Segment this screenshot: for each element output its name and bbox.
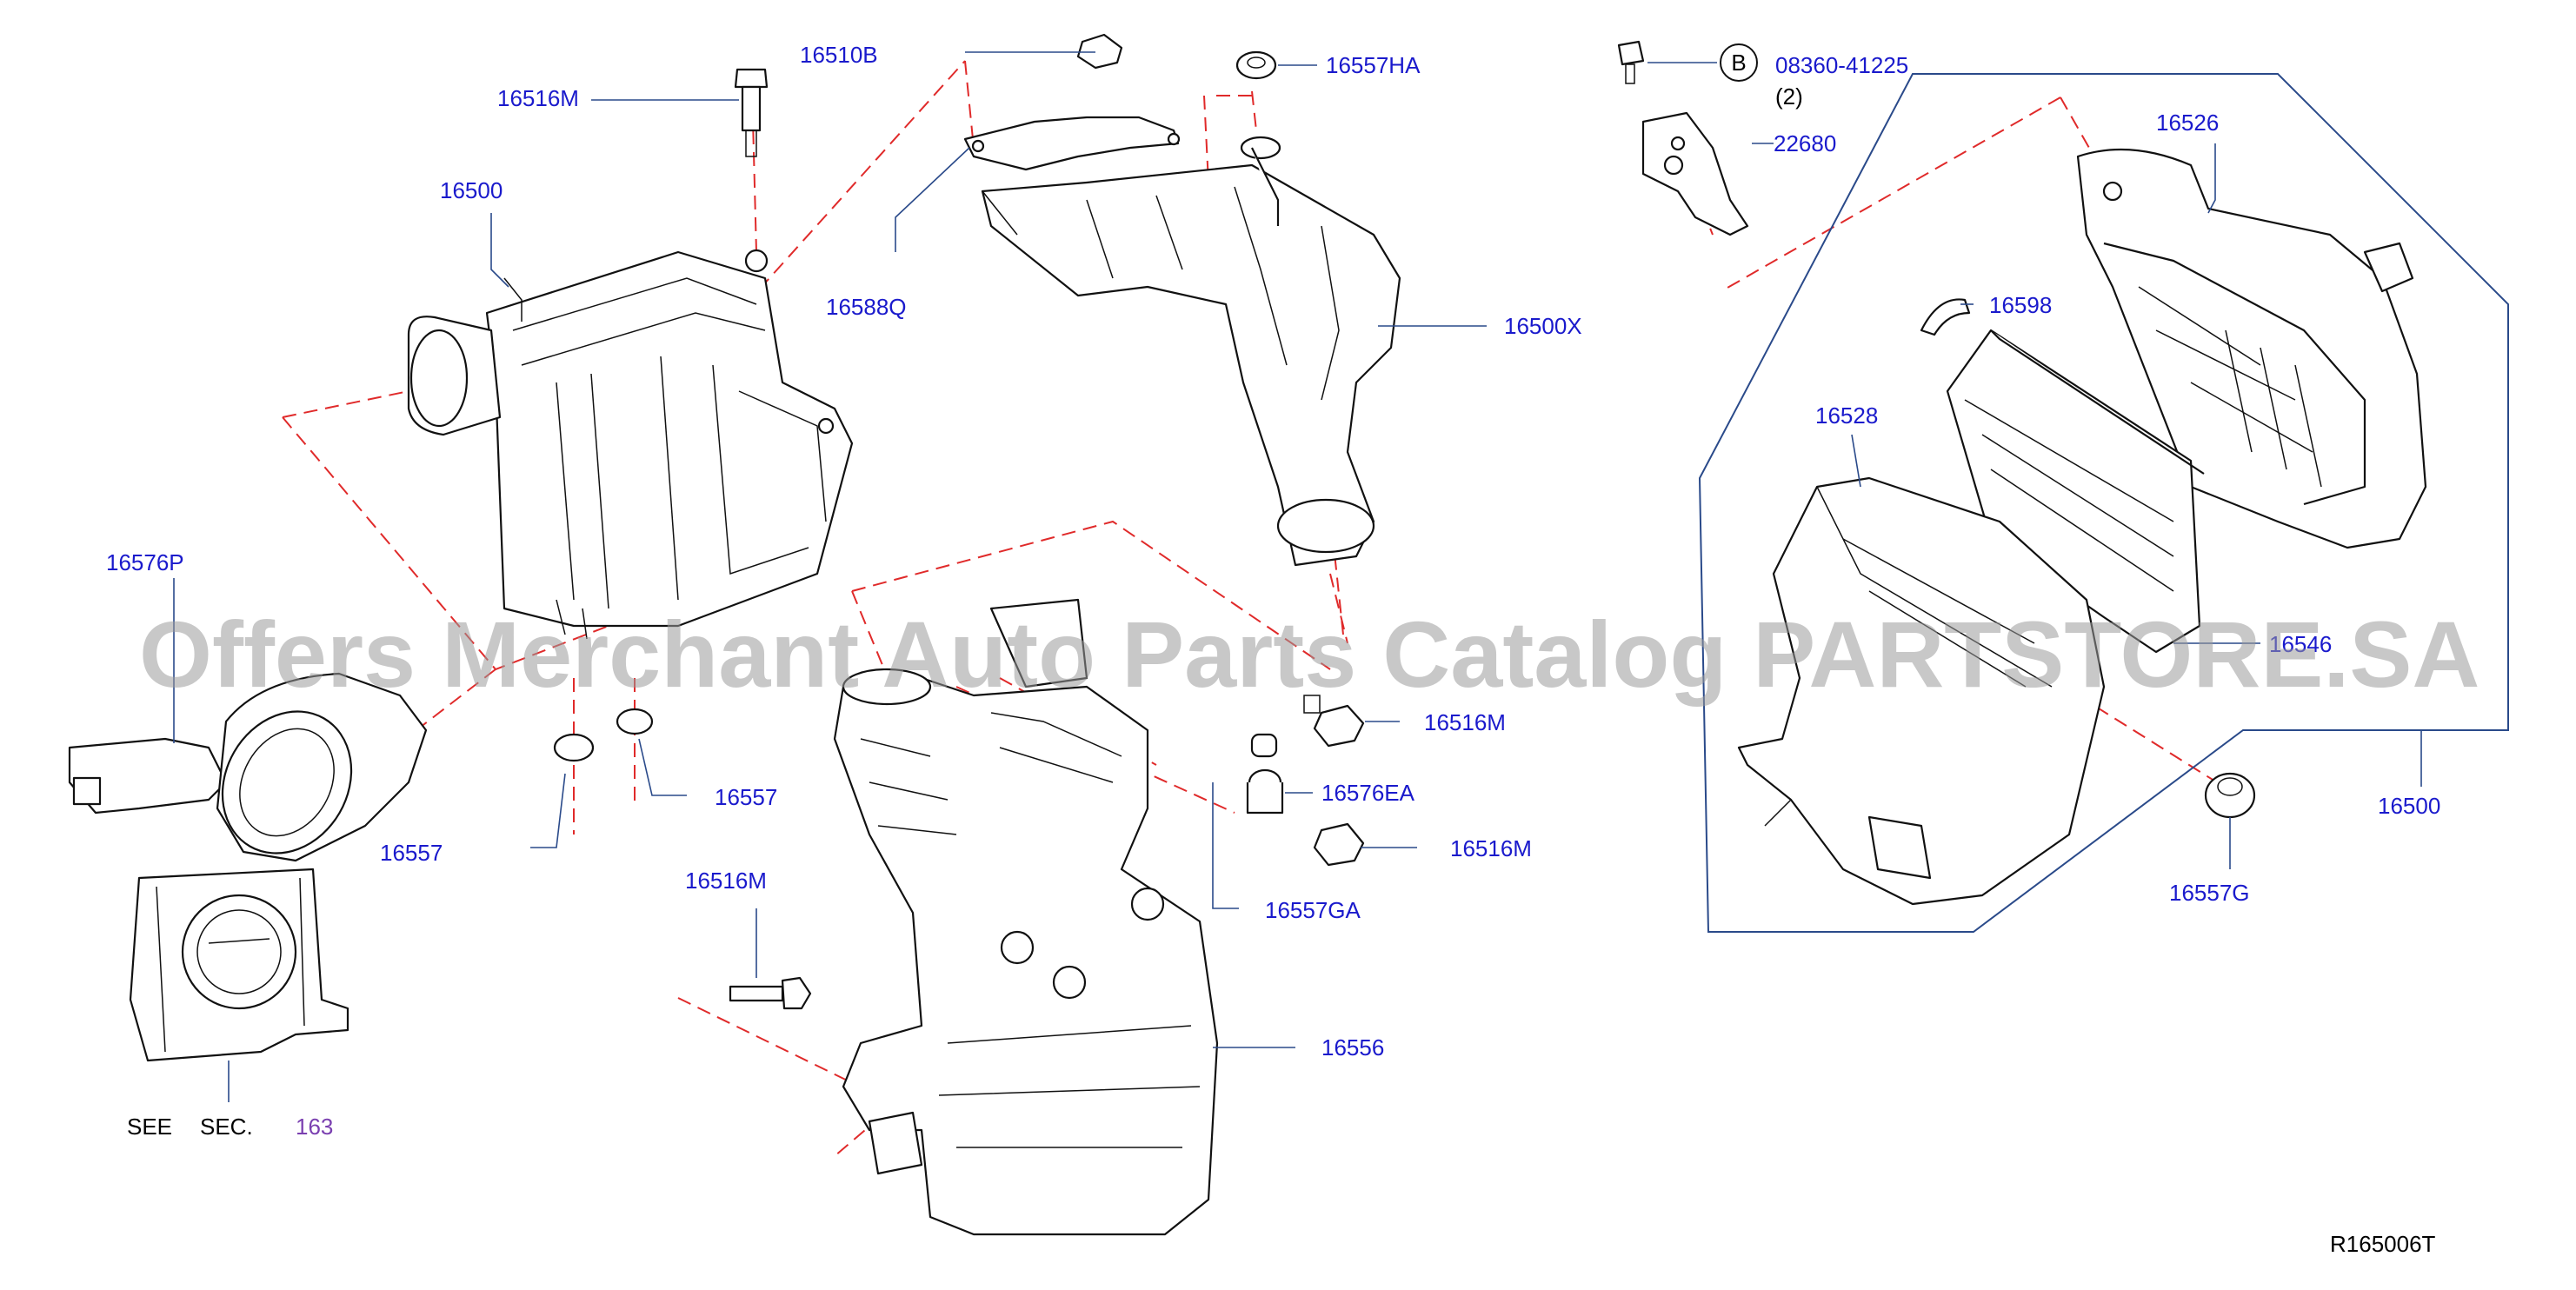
label-16516M-top: 16516M: [497, 85, 579, 111]
label-16557GA: 16557GA: [1265, 897, 1361, 923]
label-bolt-qty: (2): [1775, 83, 1803, 110]
see-text: SEE: [127, 1114, 172, 1140]
label-16557HA: 16557HA: [1326, 52, 1421, 78]
callout-labels: 16510B 16516M 16500 16557HA 16588Q 16500…: [106, 42, 2440, 1257]
upper-cover-drawing: [2076, 148, 2427, 549]
bracket-drawing: [963, 116, 1181, 171]
label-16510B: 16510B: [800, 42, 878, 68]
label-08360-41225: 08360-41225: [1775, 52, 1908, 78]
label-16528: 16528: [1815, 402, 1878, 429]
mass-air-flow-sensor-drawing: [1641, 111, 1749, 236]
watermark-text: Offers Merchant Auto Parts Catalog PARTS…: [139, 602, 2479, 707]
label-16500-left: 16500: [440, 177, 503, 203]
label-16526: 16526: [2156, 110, 2219, 136]
lower-case-drawing: [1737, 476, 2106, 906]
filter-element-drawing: [1946, 329, 2205, 654]
label-16557-left: 16557: [380, 840, 443, 866]
intake-hose-drawing: [68, 672, 428, 862]
label-16576EA: 16576EA: [1321, 780, 1415, 806]
label-16546: 16546: [2269, 631, 2332, 657]
label-16500-right: 16500: [2378, 793, 2440, 819]
resonator-drawing: [833, 598, 1219, 1236]
label-16500X: 16500X: [1504, 313, 1582, 339]
label-22680: 22680: [1774, 130, 1836, 156]
label-16557G: 16557G: [2169, 880, 2250, 906]
label-16556: 16556: [1321, 1034, 1384, 1061]
diagram-code: R165006T: [2330, 1231, 2436, 1257]
label-16516M-right-a: 16516M: [1424, 709, 1506, 735]
section-link-163[interactable]: 163: [296, 1114, 333, 1140]
sec-text: SEC.: [200, 1114, 253, 1140]
clip-drawing: [1920, 298, 1971, 336]
air-duct-drawing: [981, 136, 1401, 567]
label-16598: 16598: [1989, 292, 2052, 318]
label-16588Q: 16588Q: [826, 294, 907, 320]
throttle-body-drawing: [129, 868, 349, 1062]
bolt-circle-marker: [1720, 43, 1758, 82]
label-16557-mid: 16557: [715, 784, 777, 810]
label-16516M-right-b: 16516M: [1450, 835, 1532, 861]
air-cleaner-box-drawing: [407, 249, 854, 640]
label-16516M-lower: 16516M: [685, 868, 767, 894]
bolt-circle-letter: B: [1731, 50, 1746, 76]
assembly-hex-outline: [1698, 73, 2509, 933]
label-16576P: 16576P: [106, 549, 184, 575]
leader-lines: [173, 51, 2422, 1102]
